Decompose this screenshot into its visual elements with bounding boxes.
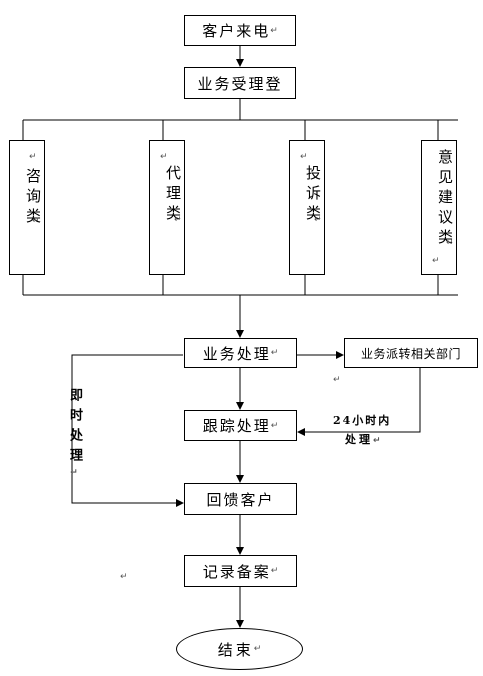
node-feedback: 回馈客户 <box>184 483 297 515</box>
node-process: 业务处理↵ <box>184 338 297 368</box>
node-start-label: 客户来电 <box>202 22 271 40</box>
node-feedback-label: 回馈客户 <box>206 490 275 509</box>
category-consult-label: 咨询类 <box>24 168 42 228</box>
node-track-label: 跟踪处理 <box>202 417 271 435</box>
node-register: 业务受理登 <box>184 67 296 99</box>
category-agency: ↵ 代理类 ↵ <box>149 140 185 275</box>
category-suggestion: 意见建议类 ↵ ↵ <box>421 140 457 275</box>
category-consult: ↵ 咨询类 ↵ <box>9 140 45 275</box>
node-start: 客户来电↵ <box>184 15 296 46</box>
stray-return-mark-2: ↵ <box>120 572 128 582</box>
node-end-label: 结束 <box>217 640 254 659</box>
category-complaint: ↵ 投诉类 ↵ <box>289 140 325 275</box>
label-immediate: 即时处理↵ <box>67 388 82 478</box>
node-register-label: 业务受理登 <box>197 74 283 93</box>
node-dispatch-label: 业务派转相关部门 <box>360 346 461 361</box>
category-suggestion-label: 意见建议类 <box>436 149 454 249</box>
node-end: 结束↵ <box>176 628 303 670</box>
node-record: 记录备案↵ <box>184 555 297 587</box>
node-process-label: 业务处理 <box>202 344 271 363</box>
category-complaint-label: 投诉类 <box>304 165 322 225</box>
category-agency-label: 代理类 <box>164 165 182 225</box>
node-record-label: 记录备案 <box>202 562 271 581</box>
node-track: 跟踪处理↵ <box>184 410 297 441</box>
stray-return-mark: ↵ <box>333 375 341 385</box>
label-within-24h: 24小时内 处理↵ <box>333 414 392 446</box>
node-dispatch: 业务派转相关部门 <box>344 338 478 368</box>
